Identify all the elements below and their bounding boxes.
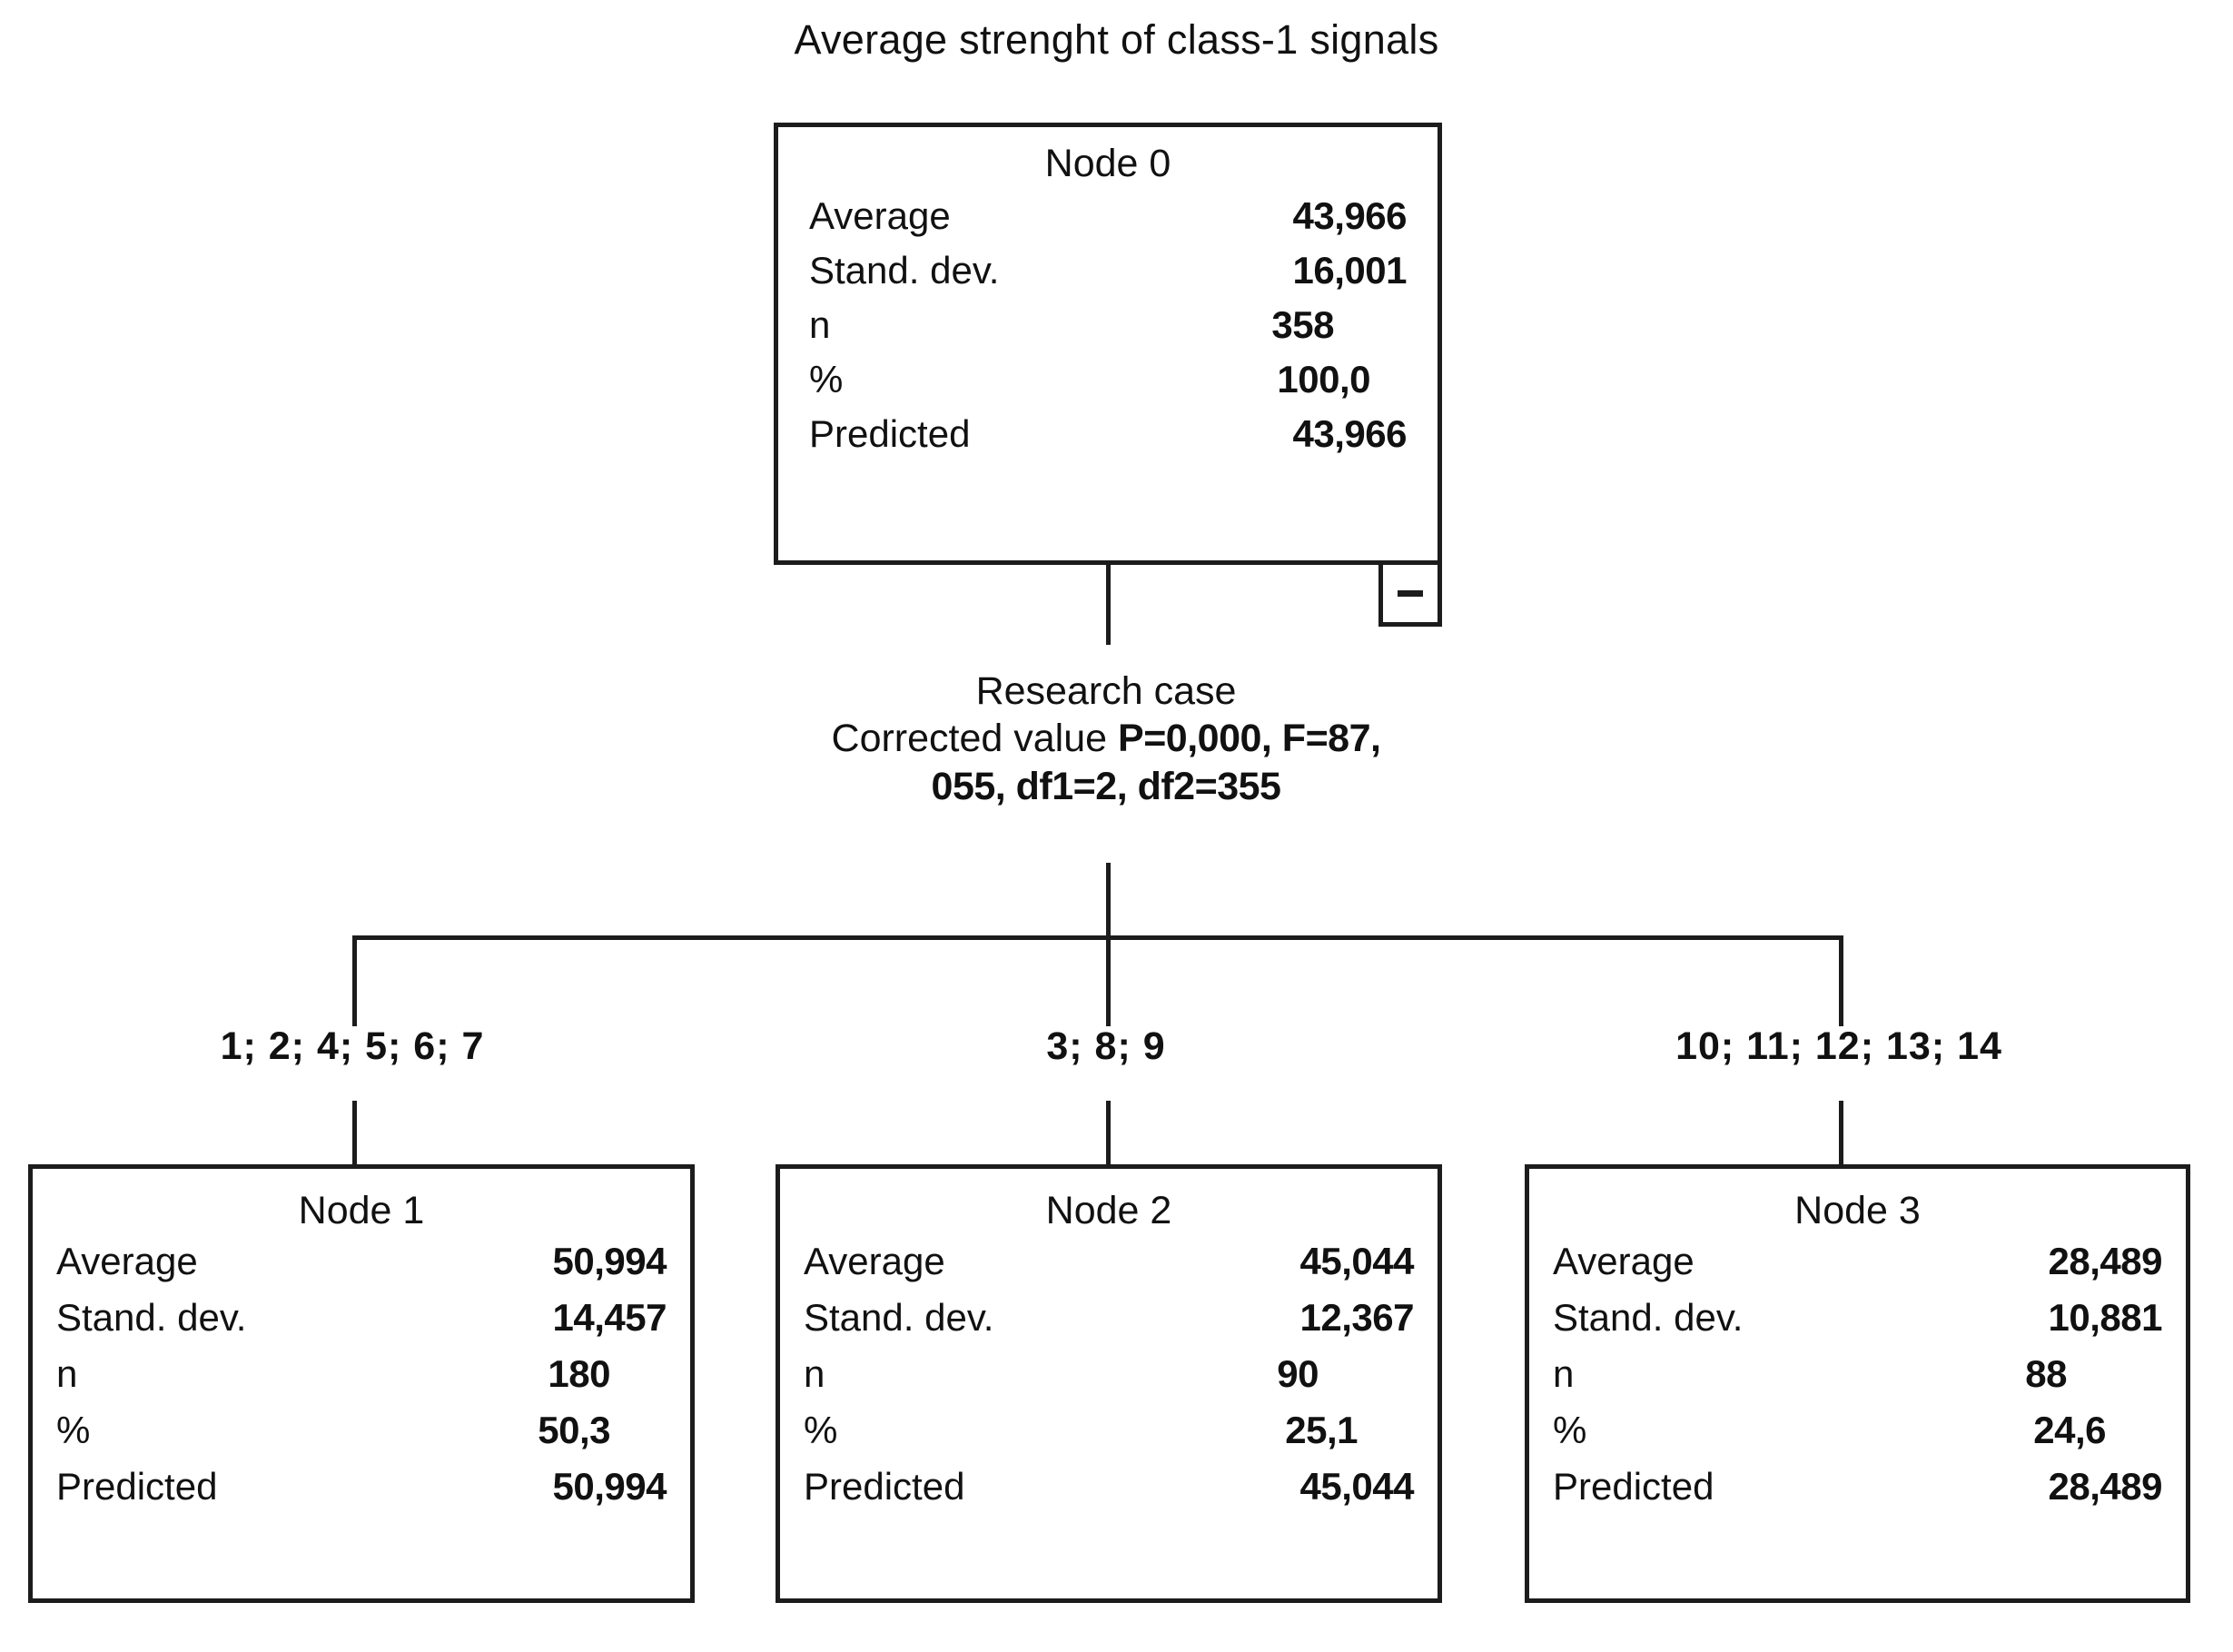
node-stats-table: Average 43,966 Stand. dev. 16,001 n 358 …: [778, 197, 1438, 453]
stat-value-n: 88: [2025, 1352, 2067, 1395]
connector-to-node-2: [1106, 1101, 1111, 1169]
stat-row-predicted: Predicted 43,966: [809, 412, 1408, 455]
stat-value-predicted: 28,489: [2048, 1465, 2163, 1508]
split-corrected-value-label: Corrected value: [831, 717, 1108, 761]
connector-to-node-1: [352, 1101, 357, 1169]
stat-value-predicted: 45,044: [1299, 1465, 1415, 1508]
stat-row-predicted: Predicted 50,994: [56, 1468, 667, 1506]
branch-label-right: 10; 11; 12; 13; 14: [1675, 1024, 2002, 1068]
split-stat-line-2: 055, df1=2, df2=355: [931, 764, 1281, 808]
connector-branch-left: [352, 935, 357, 1026]
stat-label-predicted: Predicted: [56, 1465, 218, 1508]
stat-value-percent: 100,0: [1277, 358, 1370, 401]
connector-split-stem: [1106, 863, 1111, 940]
stat-label-average: Average: [56, 1240, 198, 1282]
stat-value-stdev: 14,457: [552, 1296, 667, 1339]
connector-to-node-3: [1839, 1101, 1843, 1169]
stat-row-percent: % 100,0: [809, 361, 1407, 399]
stat-row-stdev: Stand. dev. 10,881: [1553, 1296, 2163, 1339]
stat-value-percent: 50,3: [538, 1409, 610, 1451]
stat-value-average: 28,489: [2048, 1240, 2163, 1282]
minus-icon: [1398, 590, 1423, 597]
stat-value-predicted: 50,994: [552, 1465, 667, 1508]
collapse-node-toggle-button[interactable]: [1378, 565, 1442, 627]
stat-label-stdev: Stand. dev.: [1553, 1296, 1744, 1339]
stat-row-stdev: Stand. dev. 12,367: [804, 1296, 1415, 1339]
stat-value-average: 50,994: [552, 1240, 667, 1282]
stat-value-stdev: 16,001: [1292, 249, 1408, 292]
stat-value-percent: 24,6: [2033, 1409, 2106, 1451]
stat-label-n: n: [804, 1352, 825, 1395]
stat-row-predicted: Predicted 28,489: [1553, 1465, 2163, 1508]
stat-label-average: Average: [1553, 1240, 1695, 1282]
connector-distributor-bar: [352, 935, 1843, 940]
stat-row-average: Average 28,489: [1553, 1240, 2163, 1282]
stat-row-predicted: Predicted 45,044: [804, 1465, 1415, 1508]
stat-label-n: n: [809, 303, 831, 346]
stat-value-n: 358: [1271, 303, 1334, 346]
stat-value-stdev: 10,881: [2048, 1296, 2163, 1339]
branch-label-left: 1; 2; 4; 5; 6; 7: [220, 1024, 485, 1068]
node-box-node-2[interactable]: Node 2 Average 45,044 Stand. dev. 12,367…: [776, 1164, 1442, 1603]
stat-value-stdev: 12,367: [1299, 1296, 1415, 1339]
stat-label-percent: %: [56, 1409, 91, 1451]
stat-value-n: 90: [1277, 1352, 1319, 1395]
connector-root-stem: [1106, 563, 1111, 645]
stat-row-average: Average 45,044: [804, 1240, 1415, 1282]
stat-value-average: 45,044: [1299, 1240, 1415, 1282]
stat-value-percent: 25,1: [1285, 1409, 1358, 1451]
stat-row-percent: % 50,3: [56, 1411, 667, 1449]
stat-row-average: Average 43,966: [809, 194, 1408, 237]
split-variable-label: Research case: [975, 669, 1237, 713]
stat-label-n: n: [56, 1352, 78, 1395]
stat-label-percent: %: [809, 358, 844, 401]
node-stats-table: Average 28,489 Stand. dev. 10,881 n 88 %…: [1529, 1242, 2186, 1506]
connector-branch-right: [1839, 935, 1843, 1026]
node-box-node-0[interactable]: Node 0 Average 43,966 Stand. dev. 16,001…: [774, 123, 1442, 565]
page-title: Average strenght of class-1 signals: [794, 16, 1439, 63]
split-significance-line-1: Corrected value P=0,000, F=87,: [652, 715, 1560, 762]
stat-label-average: Average: [809, 194, 951, 237]
stat-row-n: n 180: [56, 1355, 667, 1393]
stat-row-n: n 358: [809, 306, 1407, 344]
stat-label-percent: %: [804, 1409, 838, 1451]
stat-label-stdev: Stand. dev.: [56, 1296, 247, 1339]
node-box-node-1[interactable]: Node 1 Average 50,994 Stand. dev. 14,457…: [28, 1164, 695, 1603]
stat-label-stdev: Stand. dev.: [804, 1296, 994, 1339]
split-stat-line-1: P=0,000, F=87,: [1118, 717, 1381, 761]
stat-row-percent: % 24,6: [1553, 1411, 2162, 1449]
node-stats-table: Average 50,994 Stand. dev. 14,457 n 180 …: [33, 1242, 690, 1506]
stat-row-stdev: Stand. dev. 16,001: [809, 249, 1408, 292]
stat-row-average: Average 50,994: [56, 1242, 667, 1281]
stat-row-stdev: Stand. dev. 14,457: [56, 1299, 667, 1337]
stat-row-n: n 88: [1553, 1355, 2162, 1393]
stat-row-n: n 90: [804, 1355, 1414, 1393]
node-title: Node 2: [1045, 1189, 1172, 1232]
node-box-node-3[interactable]: Node 3 Average 28,489 Stand. dev. 10,881…: [1525, 1164, 2190, 1603]
stat-value-n: 180: [548, 1352, 610, 1395]
split-criterion: Research case Corrected value P=0,000, F…: [652, 668, 1560, 810]
stat-value-predicted: 43,966: [1292, 412, 1408, 455]
stat-value-average: 43,966: [1292, 194, 1408, 237]
stat-label-stdev: Stand. dev.: [809, 249, 1000, 292]
branch-label-middle: 3; 8; 9: [1046, 1024, 1166, 1068]
stat-label-percent: %: [1553, 1409, 1587, 1451]
stat-row-percent: % 25,1: [804, 1411, 1414, 1449]
stat-label-n: n: [1553, 1352, 1575, 1395]
stat-label-predicted: Predicted: [1553, 1465, 1714, 1508]
node-title: Node 3: [1794, 1189, 1921, 1232]
node-title: Node 1: [298, 1189, 425, 1232]
stat-label-average: Average: [804, 1240, 945, 1282]
stat-label-predicted: Predicted: [809, 412, 971, 455]
connector-branch-middle: [1106, 935, 1111, 1026]
node-title: Node 0: [1044, 142, 1171, 185]
stat-label-predicted: Predicted: [804, 1465, 965, 1508]
node-stats-table: Average 45,044 Stand. dev. 12,367 n 90 %…: [780, 1242, 1438, 1506]
